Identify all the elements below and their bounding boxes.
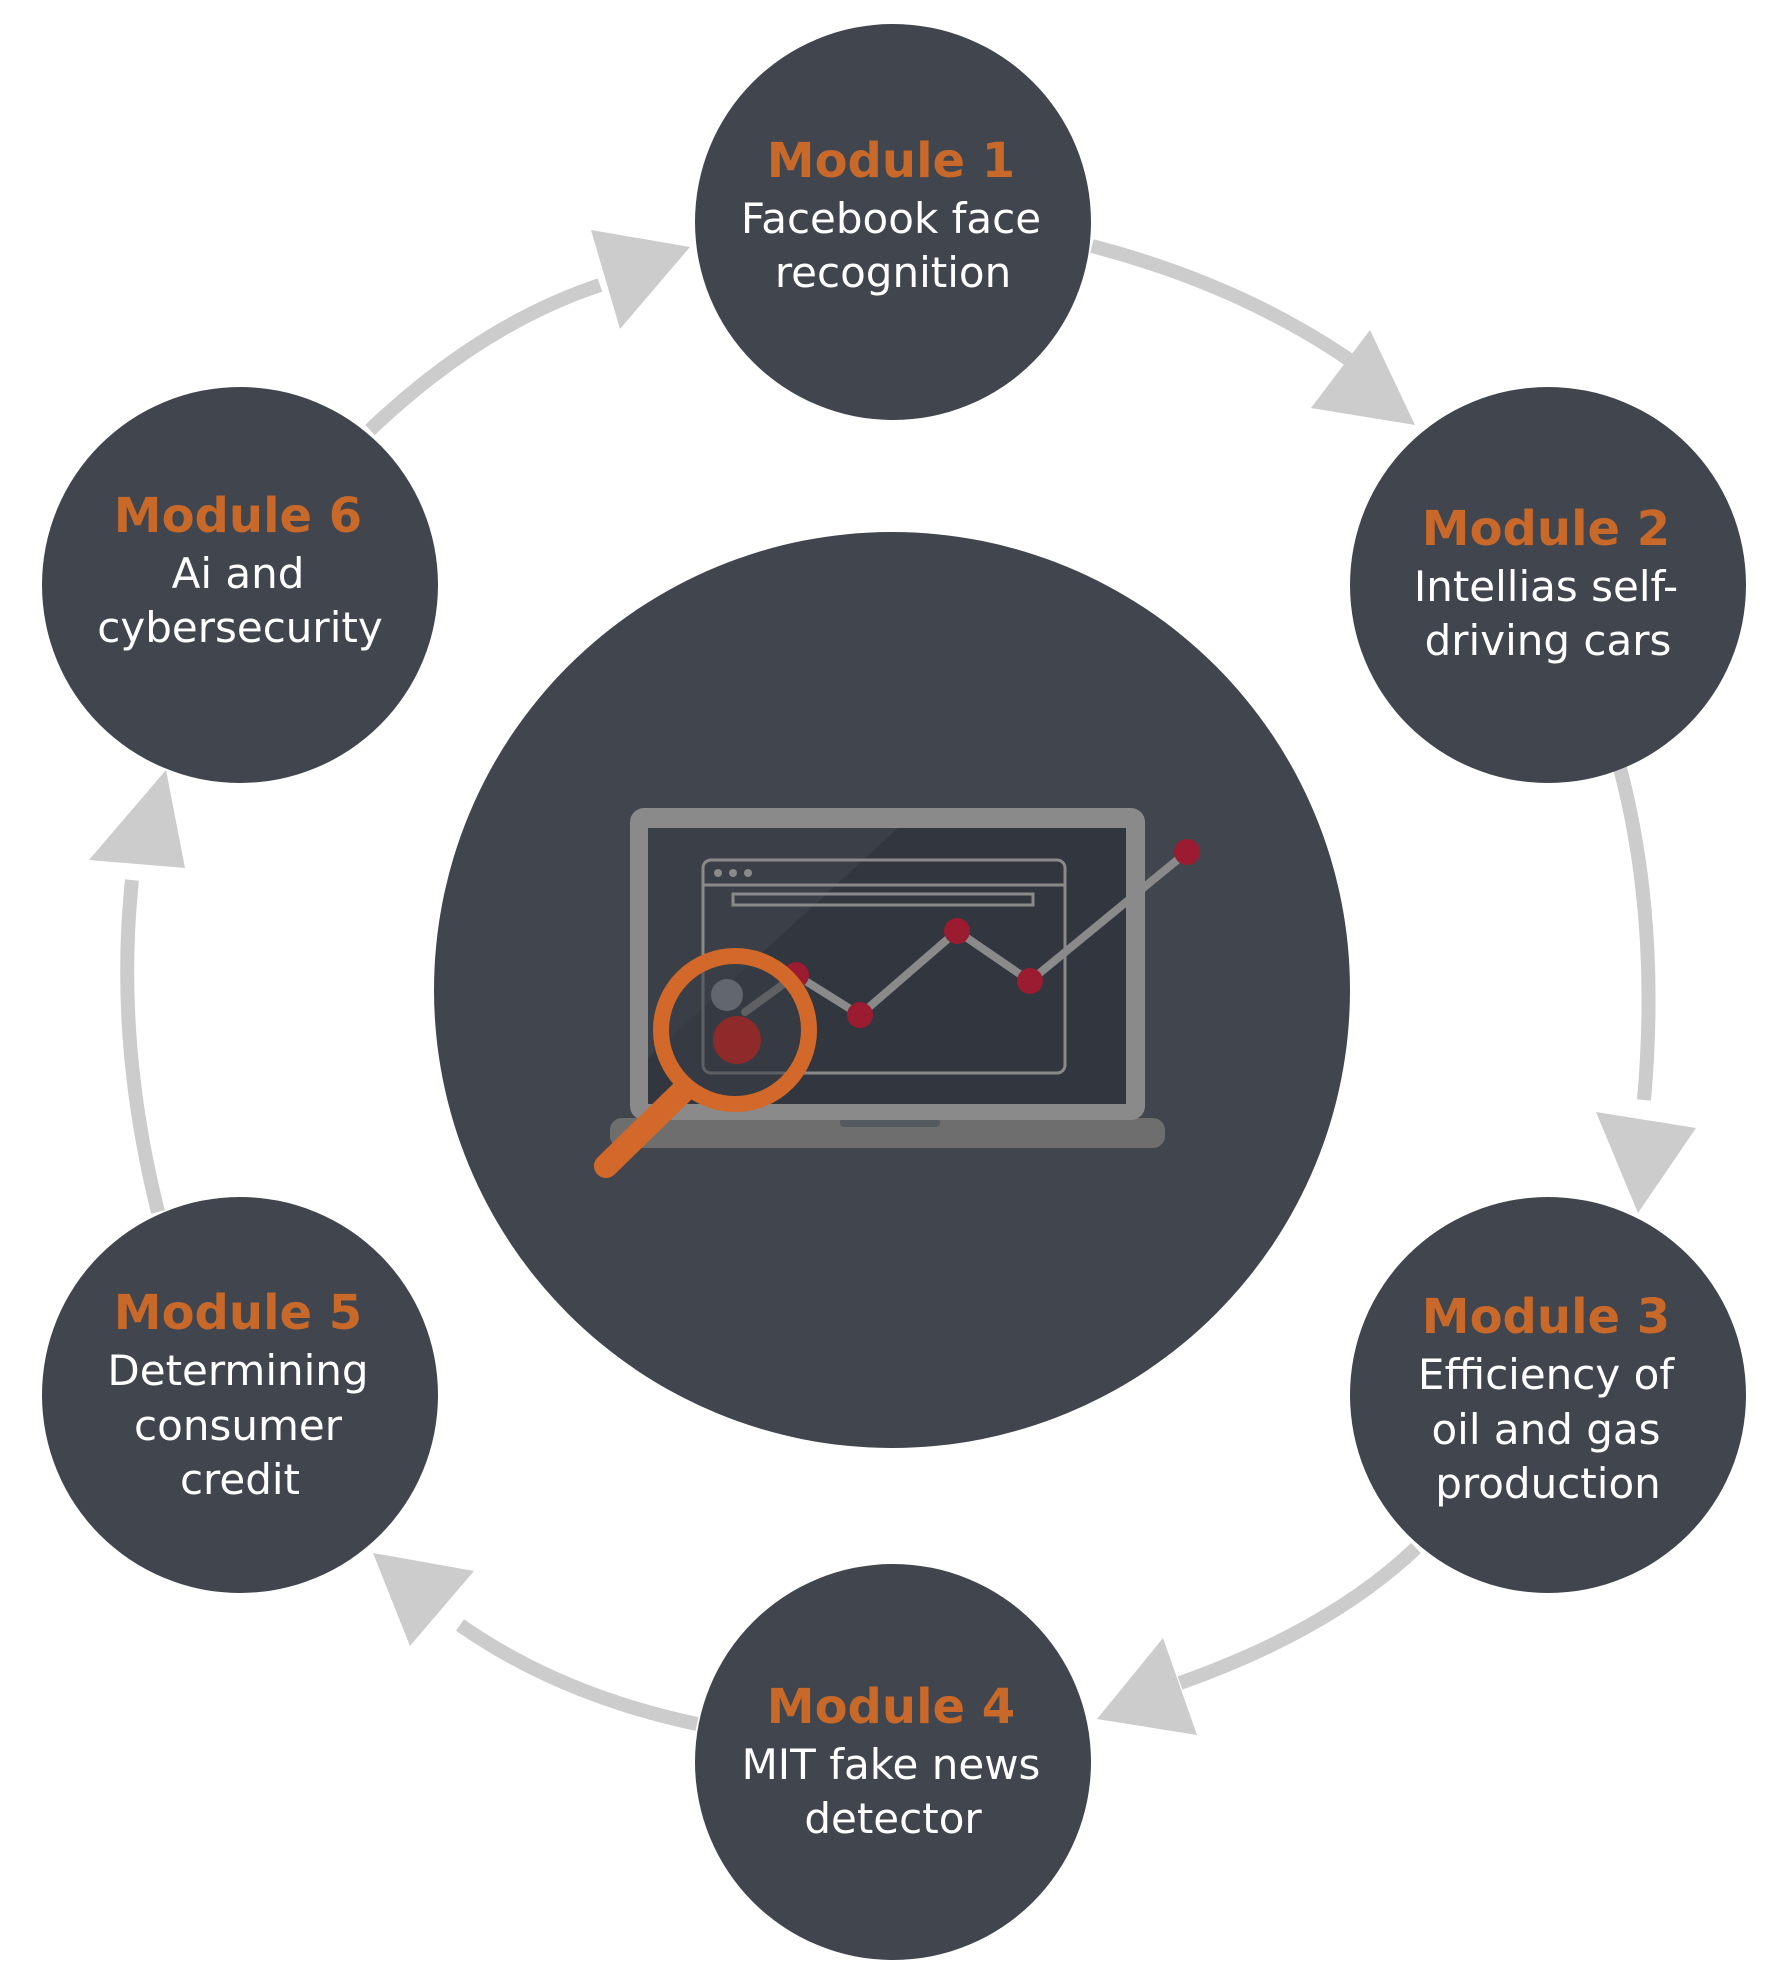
laptop-analytics-magnifier-icon [594,808,1200,1178]
chart-point [847,1002,873,1028]
magnifier-shape-small [711,979,743,1011]
svg-text:Module 6 Ai and cy: Module 6 Ai and cybersecurity [97,488,382,652]
arrow-module3-to-module4 [1097,1542,1421,1735]
module-title: Module 6 [114,488,362,544]
module-title: Module 1 [767,133,1015,189]
laptop-base [610,1118,1165,1148]
module-desc-line: Determining [107,1346,368,1395]
magnifier-icon [594,948,817,1178]
module-circle [1350,387,1746,783]
svg-text:Module 4 MIT fake news: Module 4 MIT fake news detector [742,1679,1045,1843]
module-node-2: Module 2 Intellias self- driving cars [1350,387,1746,783]
module-desc-line: credit [180,1455,300,1504]
svg-text:Module 5 Determining: Module 5 Determining consumer credit [107,1285,372,1504]
magnifier-ring [653,948,817,1112]
magnifier-shape-red [713,1016,761,1064]
module-desc-line: production [1435,1459,1661,1508]
arrow-module4-to-module5 [373,1553,699,1731]
module-desc-line: Ai and [172,549,305,598]
chart-point [1174,839,1200,865]
browser-dot-3 [744,869,752,877]
laptop-notch [840,1118,940,1127]
module-title: Module 4 [767,1679,1015,1735]
module-desc-line: recognition [775,248,1011,297]
arrow-module1-to-module2 [1090,239,1415,425]
module-desc-line: detector [804,1794,982,1843]
chart-point [944,918,970,944]
arrow-module5-to-module6 [89,770,185,1214]
cycle-arrows [89,230,1696,1735]
module-desc-line: driving cars [1425,616,1672,665]
module-desc-line: Intellias self- [1414,562,1678,611]
module-circle [695,1564,1091,1960]
browser-address-bar [731,892,1035,907]
browser-dot-1 [714,869,722,877]
magnifier-handle [594,1078,696,1178]
module-desc-line: consumer [134,1401,343,1450]
module-desc-line: Facebook face [741,194,1041,243]
browser-dot-2 [729,869,737,877]
arrow-module6-to-module1 [365,230,690,436]
module-desc-line: Efficiency of [1418,1350,1675,1399]
svg-text:Module 2 Intellias self-: Module 2 Intellias self- driving cars [1414,501,1682,665]
module-circle [695,24,1091,420]
module-title: Module 3 [1422,1289,1670,1345]
module-circle [42,1197,438,1593]
module-node-5: Module 5 Determining consumer credit [42,1197,438,1593]
svg-text:Module 1 Facebook face: Module 1 Facebook face recognition [741,133,1045,297]
module-node-6: Module 6 Ai and cybersecurity [42,387,438,783]
module-node-1: Module 1 Facebook face recognition [695,24,1091,420]
module-desc-line: cybersecurity [97,603,382,652]
arrow-module2-to-module3 [1596,766,1696,1213]
module-desc-line: oil and gas [1431,1405,1660,1454]
module-node-4: Module 4 MIT fake news detector [695,1564,1091,1960]
module-circle [1350,1197,1746,1593]
svg-text:Module 3 Efficiency of: Module 3 Efficiency of oil and gas produ… [1418,1289,1678,1508]
module-title: Module 2 [1422,501,1670,557]
module-desc-line: MIT fake news [742,1740,1041,1789]
chart-point [1017,968,1043,994]
module-title: Module 5 [114,1285,362,1341]
module-circle [42,387,438,783]
module-node-3: Module 3 Efficiency of oil and gas produ… [1350,1197,1746,1593]
